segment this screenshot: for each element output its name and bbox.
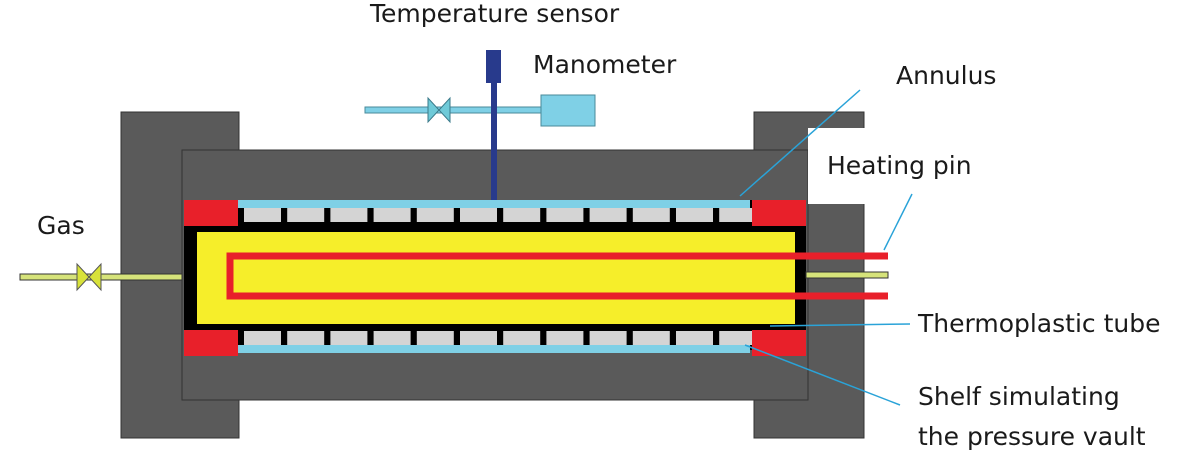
label-annulus: Annulus xyxy=(896,61,996,90)
shelf-blocks-top xyxy=(244,208,757,222)
shelf-block-top xyxy=(373,208,411,222)
leader-annulus xyxy=(739,89,861,197)
label-gas: Gas xyxy=(37,211,85,240)
manometer-valve-icon xyxy=(427,96,440,124)
seal-bottom-right xyxy=(752,330,806,356)
manometer-valve-icon-right xyxy=(438,96,451,124)
shelf-block-bottom xyxy=(676,331,713,345)
gas-valve-icon-right xyxy=(88,262,102,292)
shelf-block-bottom xyxy=(287,331,325,345)
label-thermoplastic-tube: Thermoplastic tube xyxy=(917,309,1160,338)
shelf-block-bottom xyxy=(373,331,411,345)
seal-top-left xyxy=(184,200,238,226)
label-shelf-line1: Shelf simulating xyxy=(918,382,1120,411)
shelf-block-top xyxy=(287,208,325,222)
seal-top-right xyxy=(752,200,806,226)
thermoplastic-tube xyxy=(197,232,795,324)
label-shelf-line2: the pressure vault xyxy=(918,422,1146,451)
label-backdrop xyxy=(808,128,888,204)
shelf-block-bottom xyxy=(589,331,627,345)
shelf-block-bottom xyxy=(244,331,281,345)
shelf-block-top xyxy=(589,208,627,222)
right-pipe xyxy=(805,271,889,279)
manometer-pipe xyxy=(364,106,542,114)
leader-heating-pin xyxy=(883,193,913,251)
leader-thermoplastic-tube xyxy=(769,323,911,327)
shelf-block-bottom xyxy=(719,331,757,345)
label-manometer: Manometer xyxy=(533,50,677,79)
shelf-block-bottom xyxy=(632,331,670,345)
shelf-block-top xyxy=(676,208,713,222)
shelf-block-top xyxy=(460,208,497,222)
shelf-block-top xyxy=(503,208,541,222)
shelf-block-bottom xyxy=(460,331,497,345)
shelf-blocks-bottom xyxy=(244,331,757,345)
heating-pin xyxy=(226,252,888,300)
shelf-block-top xyxy=(546,208,584,222)
shelf-block-top xyxy=(244,208,281,222)
shelf-block-top xyxy=(330,208,368,222)
gas-valve-icon xyxy=(76,262,90,292)
leader-shelf xyxy=(744,344,901,406)
shelf-block-bottom xyxy=(330,331,368,345)
shelf-bottom xyxy=(238,345,750,353)
shelf-block-bottom xyxy=(416,331,454,345)
temperature-sensor-head xyxy=(486,50,501,83)
label-heating-pin: Heating pin xyxy=(827,151,972,180)
shelf-block-top xyxy=(416,208,454,222)
shelf-block-top xyxy=(719,208,757,222)
seal-bottom-left xyxy=(184,330,238,356)
temperature-sensor-probe xyxy=(491,83,497,200)
shelf-block-top xyxy=(632,208,670,222)
shelf-top xyxy=(238,200,750,208)
shelf-block-bottom xyxy=(503,331,541,345)
shelf-block-bottom xyxy=(546,331,584,345)
manometer-gauge xyxy=(540,94,596,127)
label-temperature-sensor: Temperature sensor xyxy=(369,0,620,28)
